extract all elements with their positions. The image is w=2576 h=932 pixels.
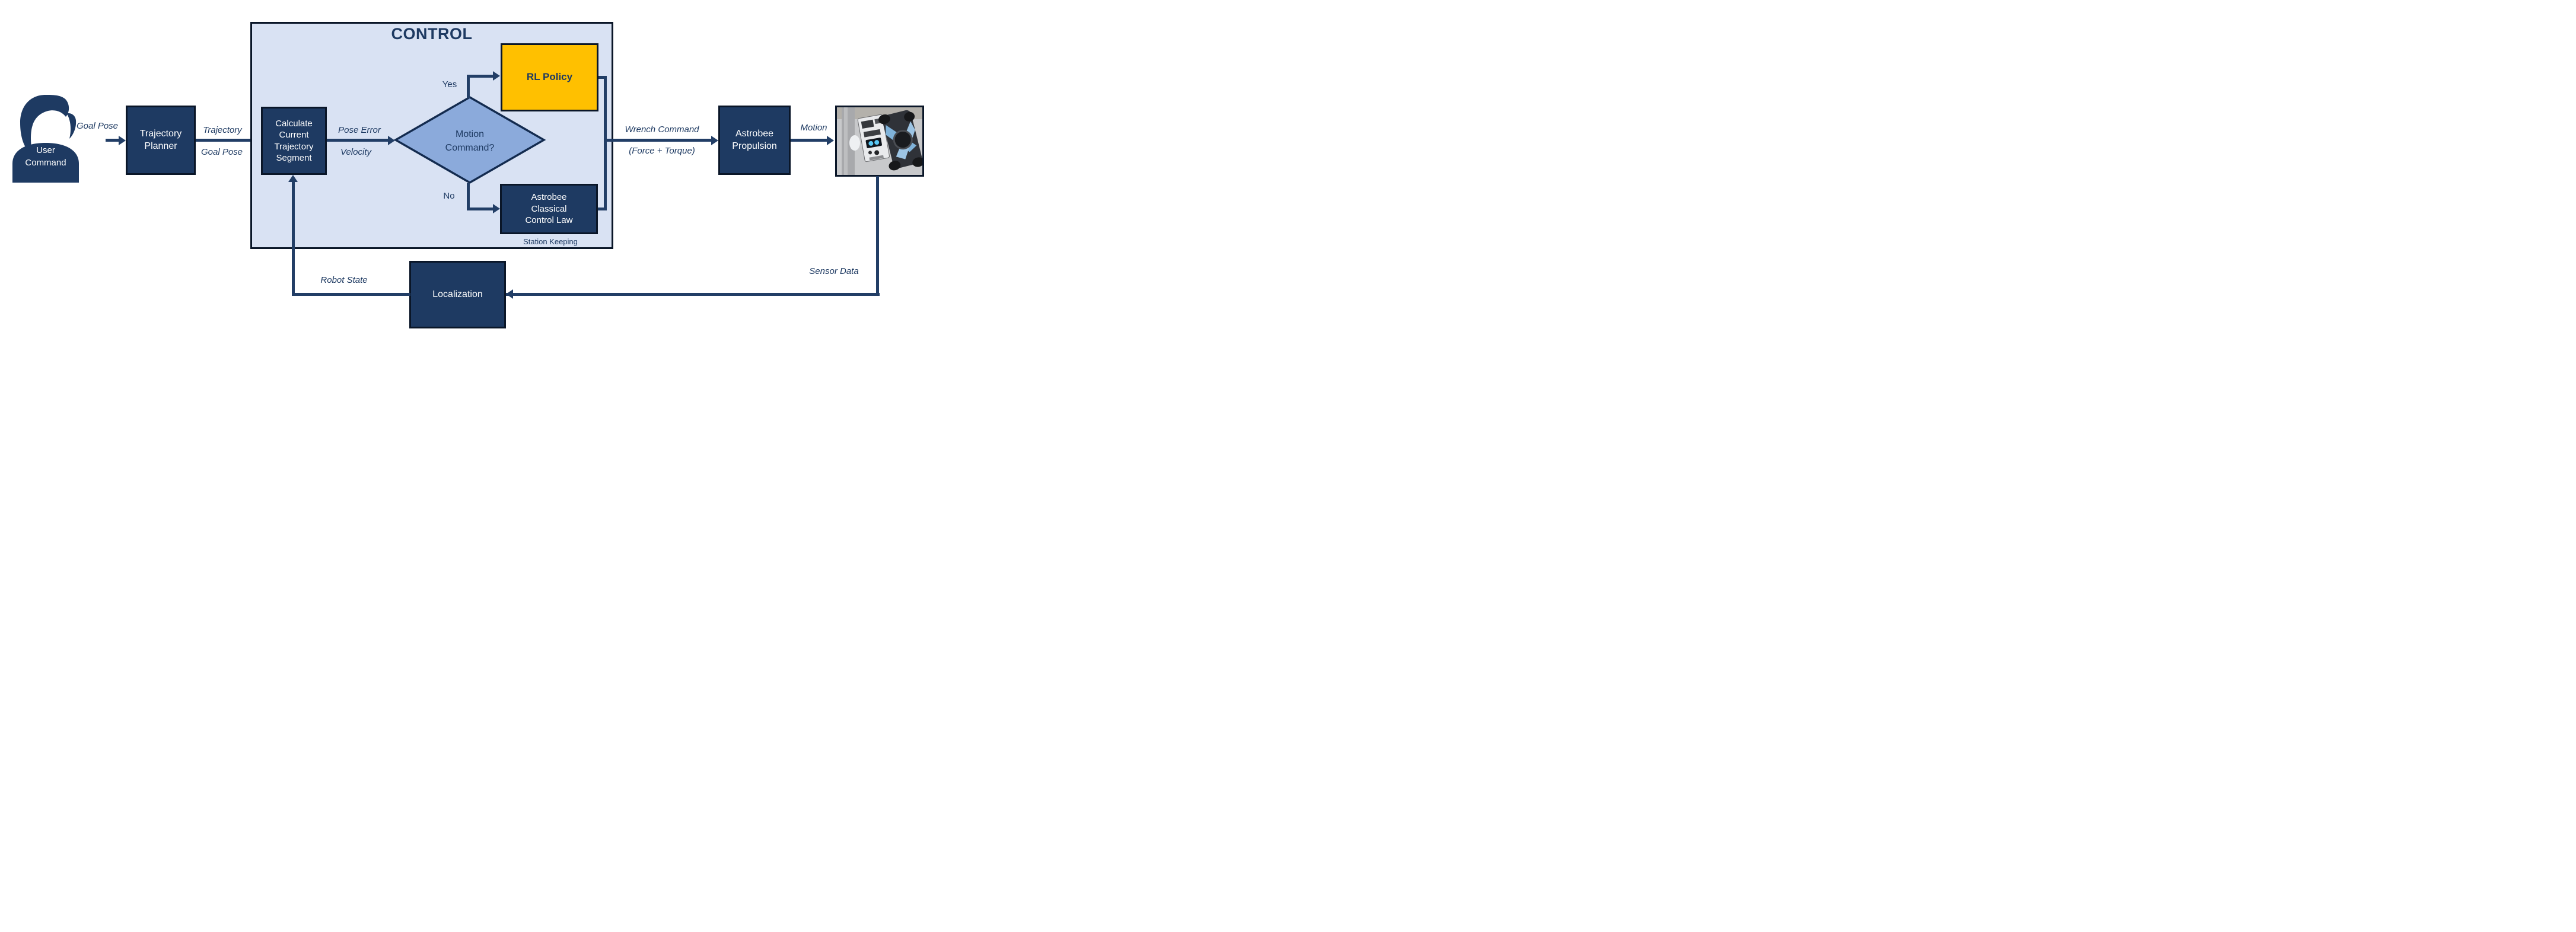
edge-label-yes: Yes	[442, 79, 457, 90]
station-keeping-label: Station Keeping	[523, 237, 578, 246]
edge-label-goal-pose-mid: Goal Pose	[200, 147, 243, 157]
edge-calculate-to-decision	[327, 139, 389, 142]
edge-yes-horizontal	[467, 75, 494, 78]
arrowhead-propulsion-to-robot	[827, 136, 834, 145]
arrowhead-robot-state-to-calculate	[288, 175, 298, 182]
edge-label-sensor-data: Sensor Data	[809, 266, 859, 276]
edge-sensor-vertical	[876, 176, 879, 295]
edge-robot-state-horizontal	[292, 293, 410, 296]
arrowhead-yes-to-rl	[493, 71, 500, 81]
edge-label-pose-error: Pose Error	[338, 125, 381, 135]
node-calculate-segment: Calculate Current Trajectory Segment	[261, 107, 327, 175]
arrowhead-no-to-classical	[493, 204, 500, 213]
arrowhead-calculate-to-decision	[388, 136, 395, 145]
edge-label-velocity: Velocity	[340, 147, 371, 157]
user-command-figure: User Command	[8, 93, 83, 183]
edge-no-horizontal	[467, 208, 494, 210]
node-rl-policy: RL Policy	[501, 43, 598, 111]
edge-robot-state-vertical	[292, 181, 295, 295]
edge-propulsion-to-robot	[791, 139, 827, 142]
control-panel-title: CONTROL	[391, 25, 473, 43]
edge-output-trunk	[604, 76, 607, 210]
node-astrobee-propulsion: Astrobee Propulsion	[718, 106, 791, 175]
edge-label-force-torque: (Force + Torque)	[629, 146, 695, 156]
edge-label-no: No	[443, 191, 455, 201]
edge-label-robot-state: Robot State	[320, 275, 368, 285]
edge-sensor-horizontal	[506, 293, 880, 296]
decision-diamond-label: Motion Command?	[445, 129, 495, 153]
edge-planner-to-calculate	[196, 139, 255, 142]
arrowhead-sensor-to-localization	[506, 289, 513, 299]
edge-wrench-command	[606, 139, 711, 142]
edge-user-to-planner	[106, 139, 120, 142]
astrobee-robot-illustration	[837, 107, 922, 175]
node-localization: Localization	[409, 261, 506, 328]
edge-rl-output	[598, 76, 607, 79]
edge-classical-output	[598, 208, 605, 210]
diagram-canvas: User Command Goal Pose Trajectory Planne…	[0, 0, 925, 335]
node-classical-control: Astrobee Classical Control Law	[500, 184, 598, 234]
decision-diamond	[394, 95, 546, 184]
arrowhead-wrench-to-propulsion	[711, 136, 718, 145]
arrowhead-user-to-planner	[119, 136, 126, 145]
edge-no-vertical	[467, 183, 470, 209]
edge-label-wrench-command: Wrench Command	[625, 125, 699, 135]
node-trajectory-planner: Trajectory Planner	[126, 106, 196, 175]
user-command-label: User Command	[25, 145, 66, 168]
edge-label-goal-pose-in: Goal Pose	[76, 121, 119, 131]
user-icon	[12, 95, 79, 183]
astrobee-photo	[835, 106, 924, 177]
edge-label-trajectory: Trajectory	[203, 125, 242, 135]
edge-yes-vertical	[467, 76, 470, 98]
edge-label-motion: Motion	[800, 123, 827, 133]
